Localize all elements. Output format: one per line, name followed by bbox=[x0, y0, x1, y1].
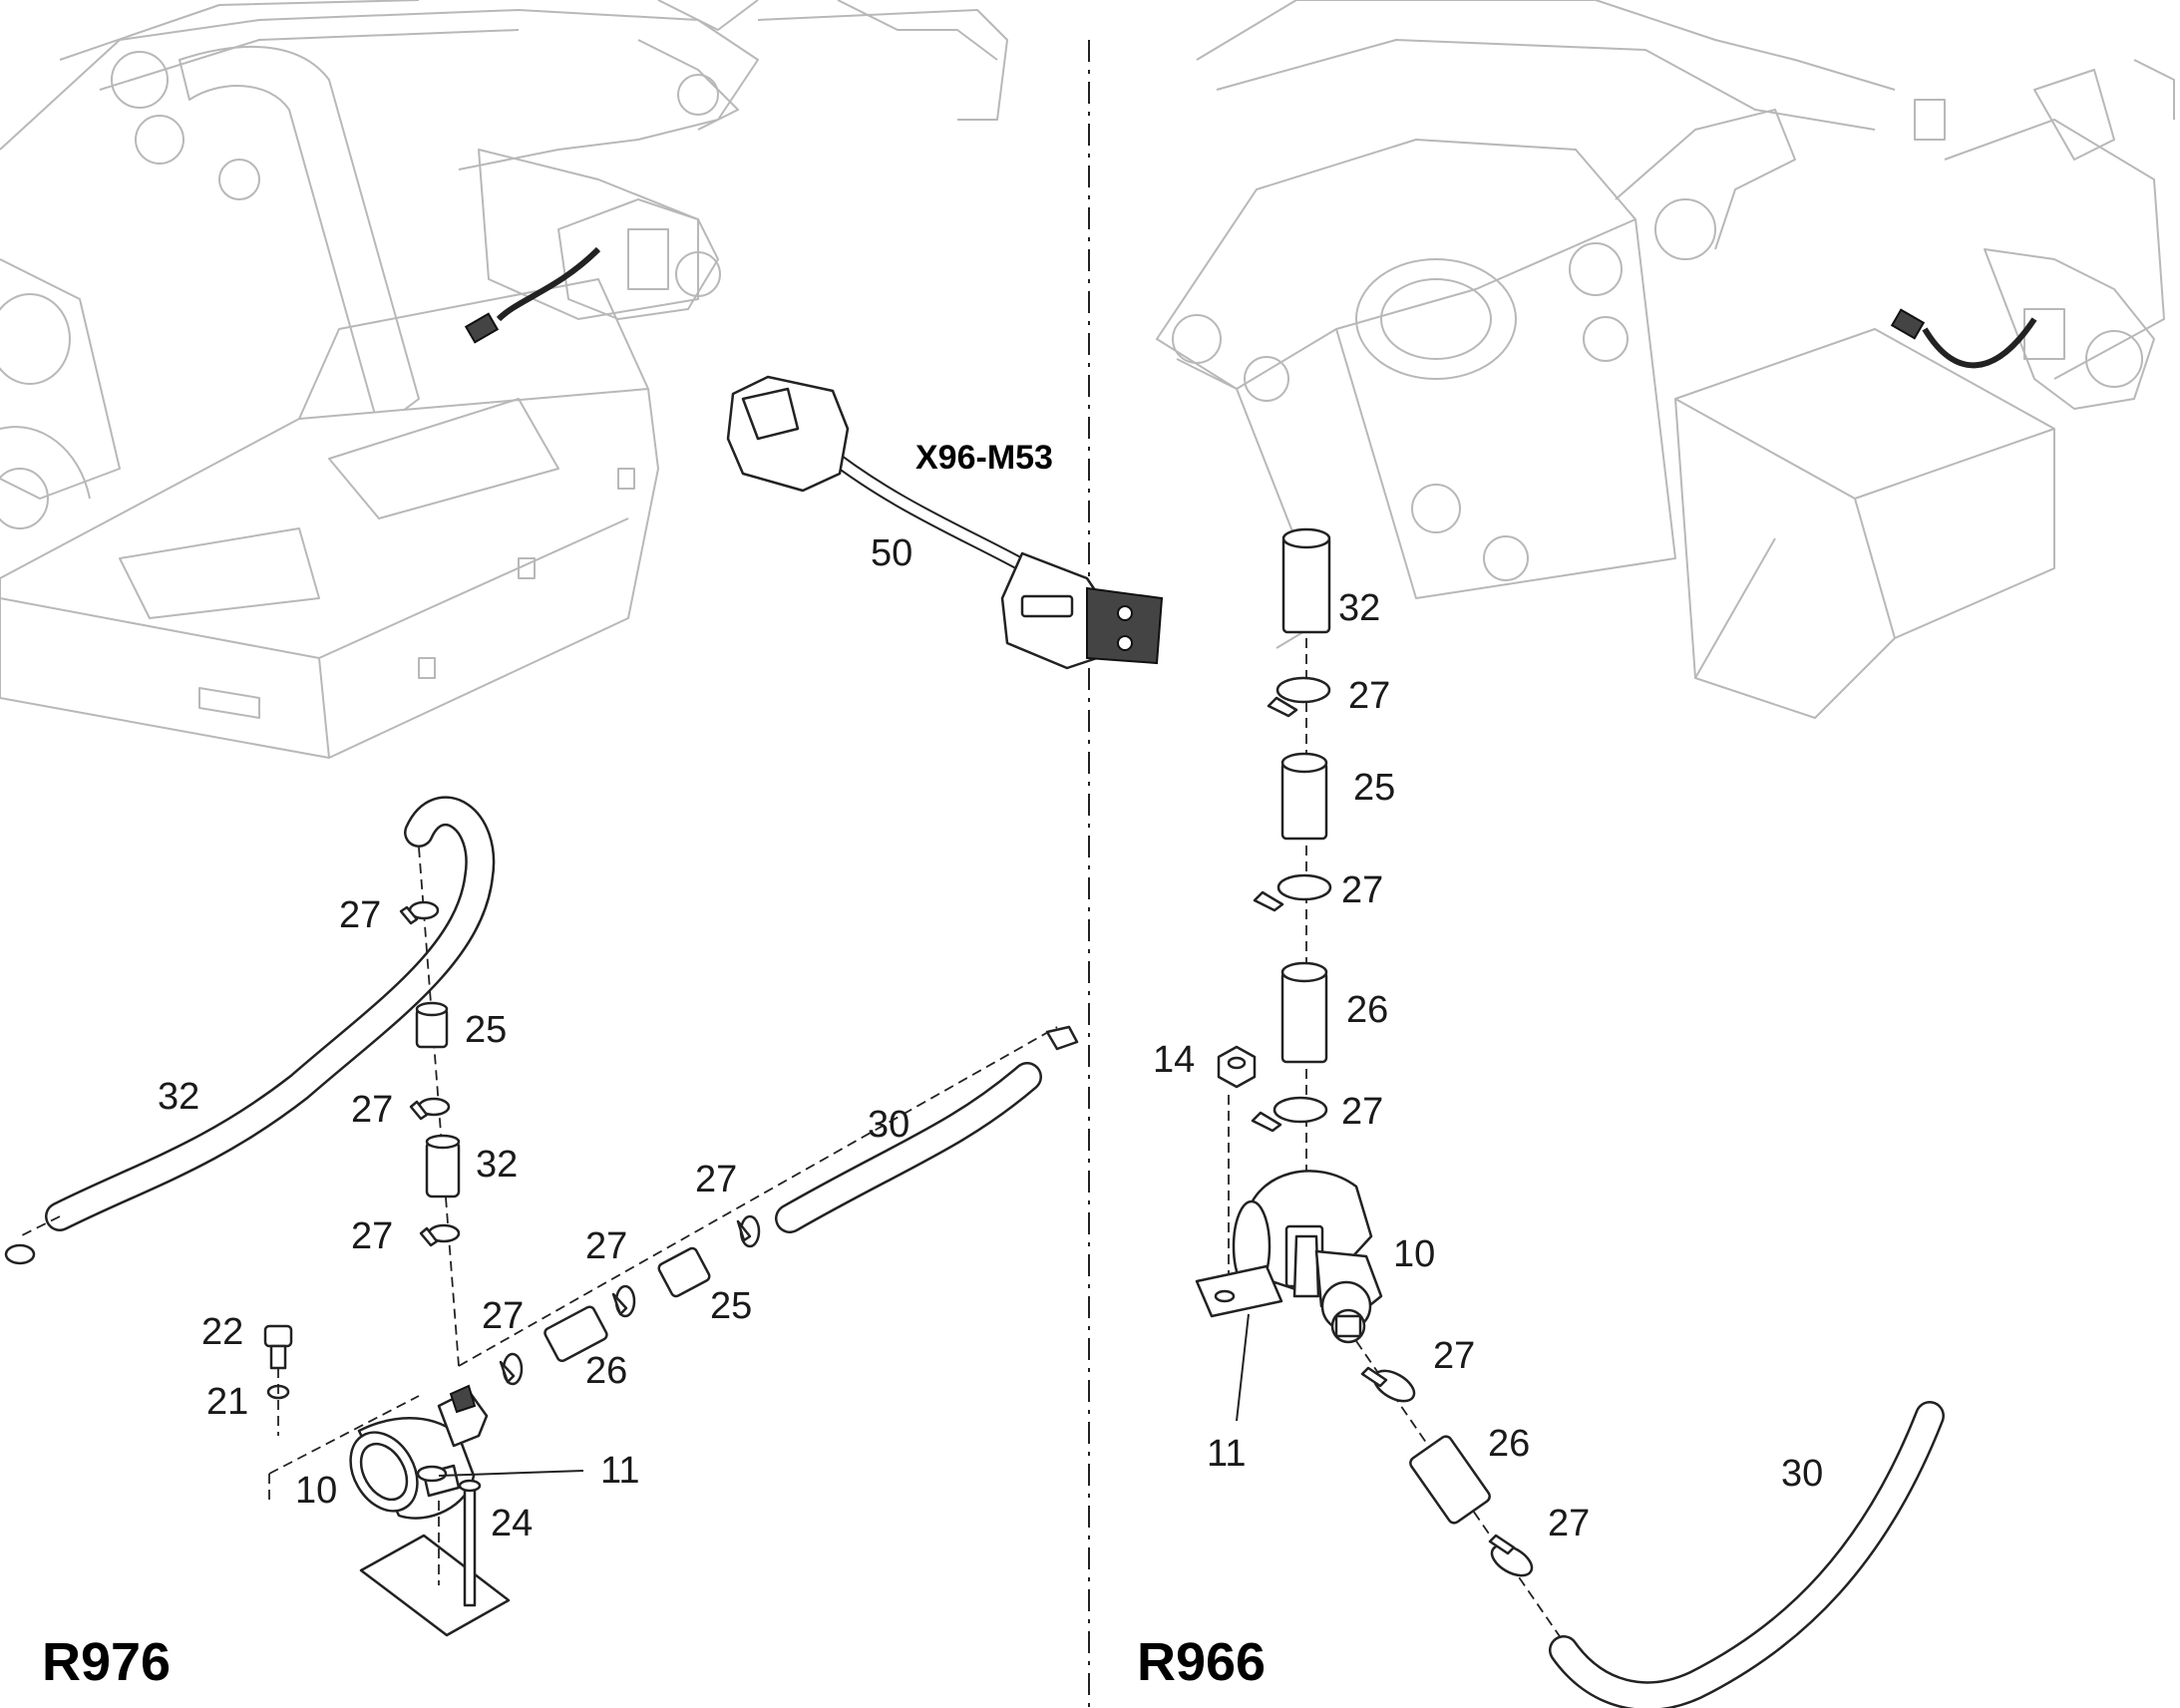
callout-11: 11 bbox=[1207, 1433, 1246, 1475]
hose-30-right bbox=[1549, 1401, 1945, 1708]
hose-30-left bbox=[775, 1025, 1079, 1233]
callout-27: 27 bbox=[1348, 675, 1390, 717]
callout-14: 14 bbox=[1153, 1039, 1195, 1081]
connector-label: X96-M53 bbox=[915, 439, 1053, 477]
callout-32: 32 bbox=[476, 1144, 518, 1186]
leader-11-right bbox=[1236, 1313, 1250, 1422]
callout-27: 27 bbox=[351, 1089, 393, 1131]
callout-26: 26 bbox=[1488, 1423, 1530, 1465]
callouts-left: 32 27 25 27 32 27 27 30 27 25 27 26 22 2… bbox=[158, 532, 912, 1544]
callout-27: 27 bbox=[482, 1295, 524, 1337]
leader-11-left bbox=[438, 1470, 584, 1477]
callout-26: 26 bbox=[585, 1350, 627, 1392]
callout-27: 27 bbox=[695, 1159, 737, 1200]
model-label-right: R966 bbox=[1137, 1632, 1266, 1692]
callout-27: 27 bbox=[585, 1225, 627, 1267]
callout-27: 27 bbox=[1433, 1335, 1475, 1377]
frame-assembly-left bbox=[0, 0, 1008, 759]
callout-25: 25 bbox=[465, 1009, 507, 1051]
left-diagonal-parts bbox=[499, 1214, 761, 1386]
callout-30: 30 bbox=[1781, 1453, 1823, 1495]
connector-cable-50 bbox=[726, 375, 1164, 670]
frame-fitting-right bbox=[1890, 248, 2155, 410]
callout-50: 50 bbox=[871, 532, 912, 574]
callout-32-hose: 32 bbox=[158, 1076, 199, 1118]
frame-fitting-left bbox=[464, 198, 721, 344]
model-label-left: R976 bbox=[42, 1632, 171, 1692]
callout-30: 30 bbox=[868, 1104, 909, 1146]
callout-27: 27 bbox=[339, 894, 381, 936]
right-stack-parts bbox=[1251, 527, 1332, 1133]
callout-21: 21 bbox=[206, 1381, 248, 1423]
callout-24: 24 bbox=[491, 1503, 533, 1544]
screw-22-washer-21 bbox=[263, 1324, 293, 1436]
callout-25: 25 bbox=[1353, 767, 1395, 809]
left-stack-parts bbox=[399, 900, 461, 1247]
callout-27: 27 bbox=[1341, 869, 1383, 911]
callout-25: 25 bbox=[710, 1285, 752, 1327]
callout-22: 22 bbox=[201, 1311, 243, 1353]
callout-10: 10 bbox=[295, 1470, 337, 1512]
hose-32-left bbox=[4, 796, 496, 1265]
callout-26: 26 bbox=[1346, 989, 1388, 1031]
nut-14 bbox=[1217, 1045, 1257, 1306]
valve-10-left bbox=[268, 1384, 489, 1520]
callout-27: 27 bbox=[1548, 1503, 1590, 1544]
callout-10: 10 bbox=[1393, 1233, 1435, 1275]
centerline-left-diagonal bbox=[458, 1026, 1058, 1367]
callout-11: 11 bbox=[600, 1450, 639, 1492]
callouts-right: 32 27 25 27 26 14 27 10 11 27 26 27 30 bbox=[1153, 587, 1823, 1544]
right-diagonal-parts bbox=[1360, 1366, 1534, 1577]
callout-27: 27 bbox=[1341, 1091, 1383, 1133]
bolt-24-plate bbox=[359, 1479, 511, 1637]
callout-27: 27 bbox=[351, 1215, 393, 1257]
valve-10-right bbox=[1195, 1170, 1383, 1344]
callout-32: 32 bbox=[1338, 587, 1380, 629]
